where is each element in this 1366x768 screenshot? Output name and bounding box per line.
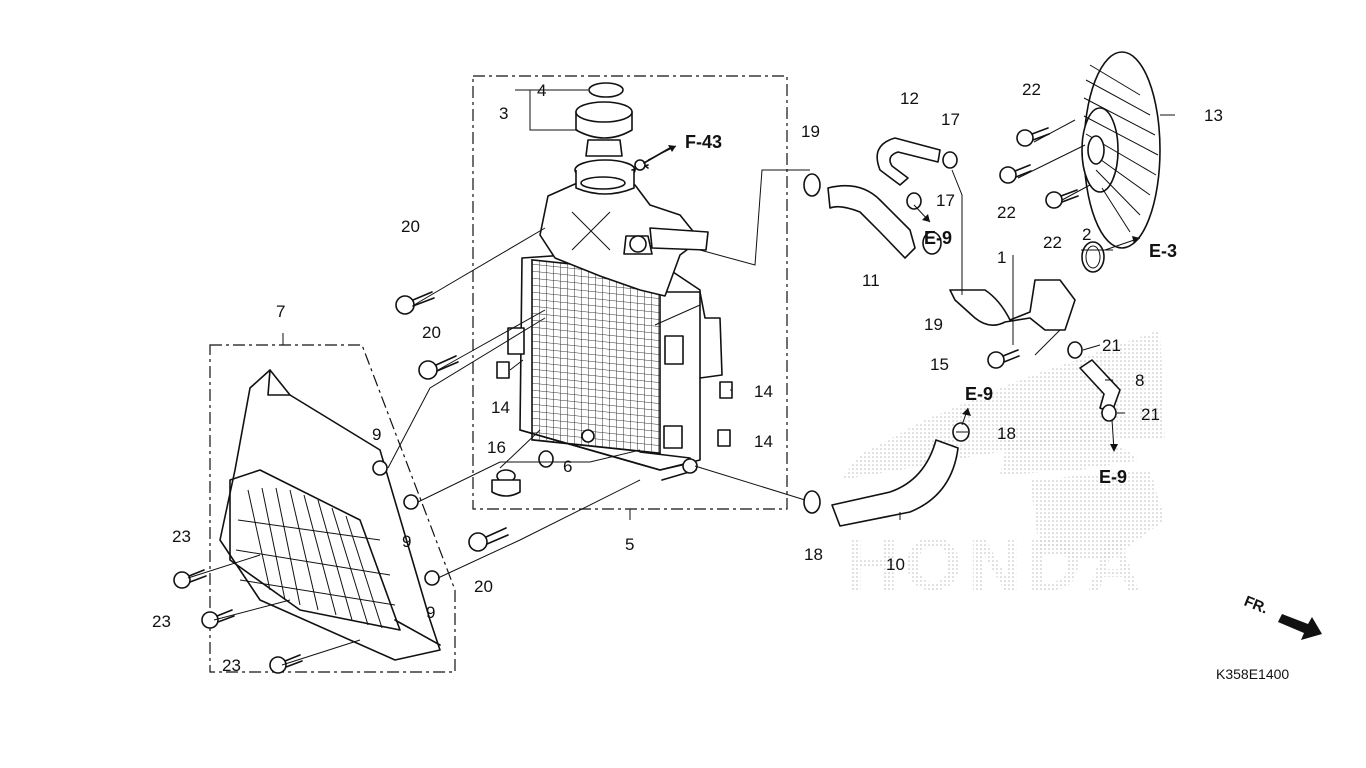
ref-e3: E-3 [1149, 241, 1177, 261]
callout-18b: 18 [804, 545, 823, 564]
ref-e9-middle: E-9 [965, 384, 993, 404]
callout-23c: 23 [222, 656, 241, 675]
clamp-19-b [922, 231, 942, 255]
callout-21a: 21 [1102, 336, 1121, 355]
callout-18a: 18 [997, 424, 1016, 443]
bolt-23-c [269, 654, 303, 674]
grommet-9-a [372, 460, 388, 476]
callout-14a: 14 [491, 398, 510, 417]
callout-8: 8 [1135, 371, 1144, 390]
bolt-23-b [201, 609, 235, 629]
callout-19a: 19 [801, 122, 820, 141]
callout-13: 13 [1204, 106, 1223, 125]
callout-2: 2 [1082, 225, 1091, 244]
bolt-20-top [395, 291, 435, 315]
callout-1: 1 [997, 248, 1006, 267]
callout-22b: 22 [997, 203, 1016, 222]
callout-4: 4 [537, 81, 546, 100]
grommet-9-c [424, 570, 440, 586]
callout-5: 5 [625, 535, 634, 554]
callout-11: 11 [862, 271, 880, 290]
callout-20b: 20 [422, 323, 441, 342]
clamp-17-b [906, 192, 922, 210]
callout-22a: 22 [1022, 80, 1041, 99]
callout-10: 10 [886, 555, 905, 574]
bolt-15 [987, 349, 1020, 369]
bolt-22-b [999, 164, 1032, 184]
callout-20c: 20 [474, 577, 493, 596]
water-pipe-1 [949, 279, 1076, 331]
leader-lines [187, 89, 1175, 666]
radiator-cap [574, 82, 649, 195]
clamp-18-b [803, 490, 821, 514]
radiator-assembly-frame [472, 75, 788, 510]
callout-14b: 14 [754, 382, 773, 401]
callout-3: 3 [499, 104, 508, 123]
front-label: FR. [1242, 593, 1271, 618]
callout-20a: 20 [401, 217, 420, 236]
radiator-shroud [219, 369, 441, 661]
o-ring-2 [1081, 241, 1105, 273]
diagram-code: K358E1400 [1216, 666, 1289, 682]
bolt-20-low [468, 527, 509, 552]
callout-9a: 9 [372, 425, 381, 444]
callout-17b: 17 [936, 191, 955, 210]
hose-10 [831, 439, 959, 527]
radiator [507, 249, 723, 481]
section-references: F-43 E-9 E-3 E-9 E-9 [685, 132, 1177, 487]
shroud-assembly-frame [209, 344, 456, 673]
ref-f43: F-43 [685, 132, 722, 152]
clamp-17-a [942, 151, 958, 169]
ref-e9-lower: E-9 [1099, 467, 1127, 487]
drain-bolt-16 [491, 469, 521, 497]
clip-14-a [496, 361, 510, 379]
hose-11 [827, 184, 916, 259]
callout-15: 15 [930, 355, 949, 374]
bolt-22-a [1016, 127, 1050, 147]
callout-numbers: 4 3 20 20 20 7 9 9 9 23 23 23 14 14 14 1… [152, 80, 1223, 675]
clamp-21-b [1101, 404, 1117, 422]
callout-19b: 19 [924, 315, 943, 334]
washer-6 [538, 450, 554, 468]
callout-12: 12 [900, 89, 919, 108]
clip-14-c [717, 429, 731, 447]
callout-16: 16 [487, 438, 506, 457]
callout-14c: 14 [754, 432, 773, 451]
callout-9b: 9 [402, 532, 411, 551]
callout-21b: 21 [1141, 405, 1160, 424]
callout-6: 6 [563, 457, 572, 476]
hose-12 [876, 137, 941, 186]
clamp-21-a [1067, 341, 1083, 359]
callout-7: 7 [276, 302, 285, 321]
ref-e9-upper: E-9 [924, 228, 952, 248]
grommet-9-b [403, 494, 419, 510]
bolt-23-a [173, 569, 207, 589]
callout-9c: 9 [426, 603, 435, 622]
callout-23b: 23 [152, 612, 171, 631]
front-direction-arrow: FR. [1242, 593, 1322, 640]
reserve-tank [539, 183, 709, 297]
callout-23a: 23 [172, 527, 191, 546]
callout-17a: 17 [941, 110, 960, 129]
bolt-22-c [1045, 189, 1079, 209]
clamp-19-a [803, 173, 821, 197]
bolt-20-mid [418, 355, 459, 380]
callout-22c: 22 [1043, 233, 1062, 252]
honda-watermark-text: HONDA [845, 523, 1146, 606]
cooling-fan-13 [1081, 51, 1161, 249]
reference-arrows [647, 145, 1141, 452]
